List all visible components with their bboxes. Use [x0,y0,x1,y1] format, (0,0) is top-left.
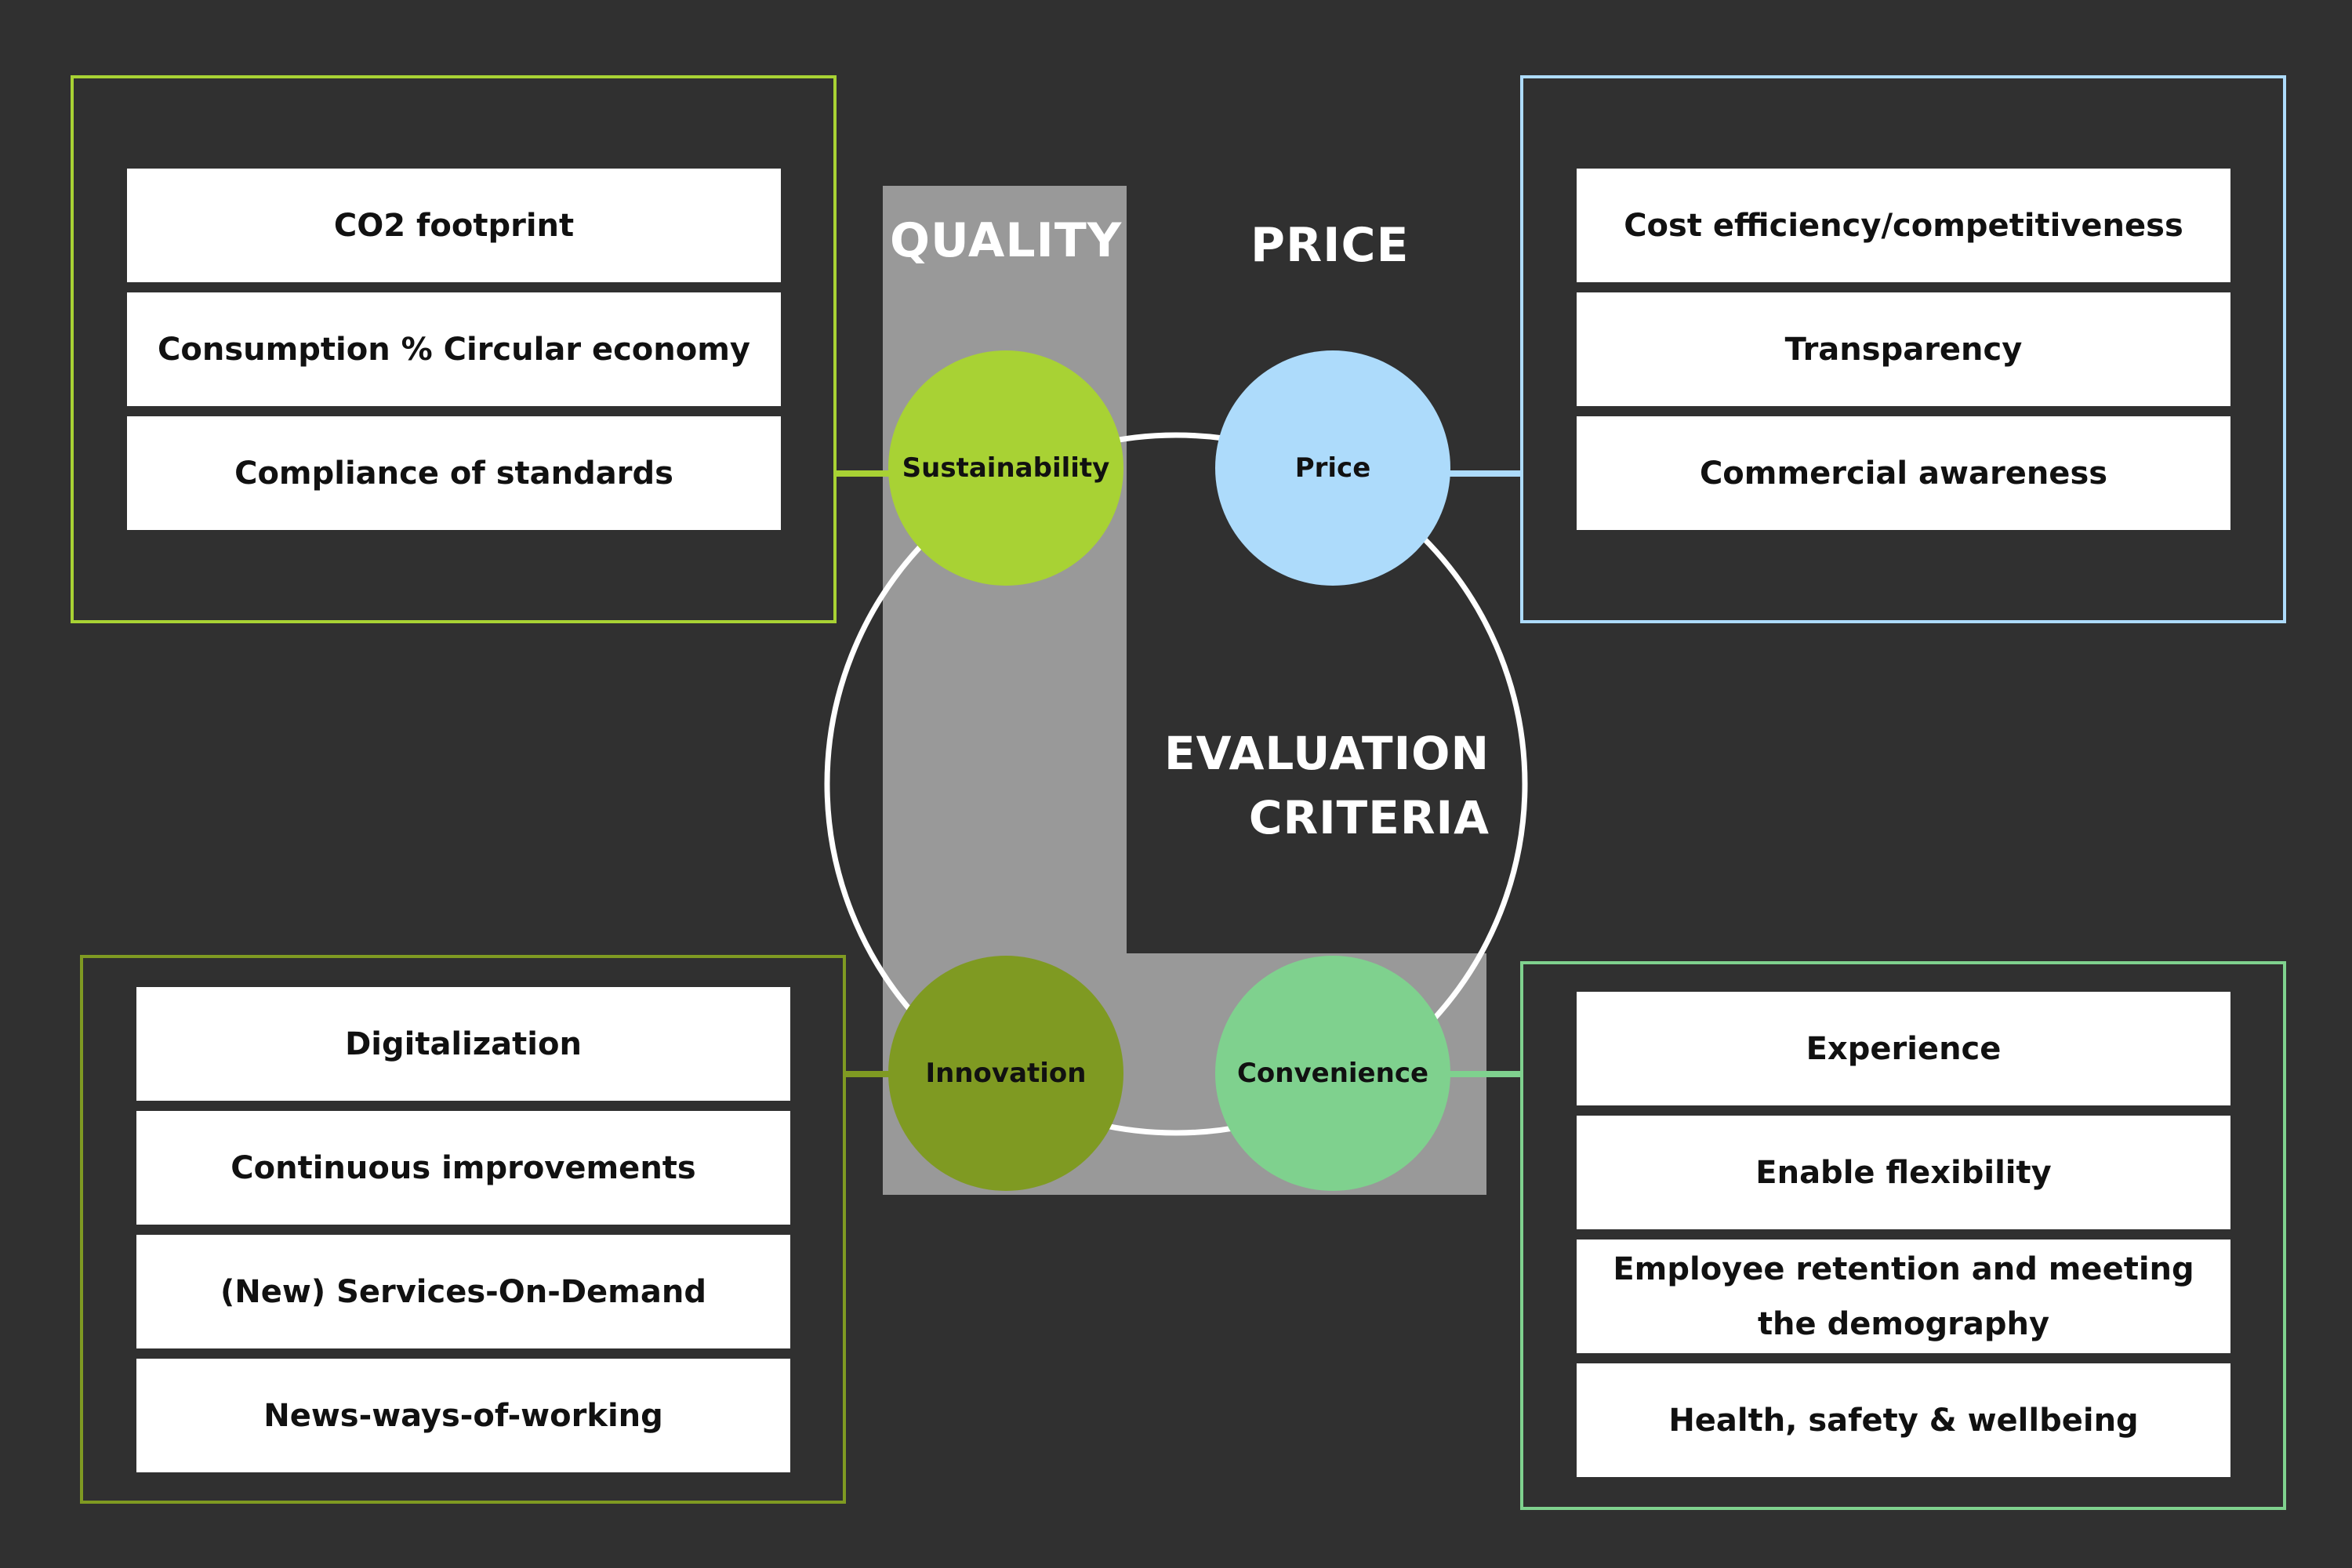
convenience-node: Convenience [1215,956,1450,1191]
price-item: Cost efficiency/competitiveness [1577,169,2230,282]
convenience-item: Enable flexibility [1577,1116,2230,1229]
price-frame [1520,75,2286,623]
innovation-node: Innovation [888,956,1123,1191]
title-line-2: CRITERIA [1248,791,1490,844]
sustainability-item: CO2 footprint [127,169,781,282]
title-line-1: EVALUATION [1163,727,1490,780]
evaluation-ring [824,432,1528,1136]
sustainability-frame [71,75,837,623]
innovation-item: News-ways-of-working [136,1359,790,1472]
price-item: Transparency [1577,292,2230,406]
sustainability-item: Consumption % Circular economy [127,292,781,406]
price-heading: PRICE [1250,218,1410,273]
quality-heading: QUALITY [890,213,1123,268]
convenience-frame [1520,961,2286,1510]
sustainability-item: Compliance of standards [127,416,781,530]
convenience-item: Health, safety & wellbeing [1577,1363,2230,1477]
price-item: Commercial awareness [1577,416,2230,530]
price-node: Price [1215,350,1450,586]
sustainability-node: Sustainability [888,350,1123,586]
innovation-item: (New) Services-On-Demand [136,1235,790,1348]
diagram-title: EVALUATION CRITERIA [1082,721,1490,850]
convenience-item: Experience [1577,992,2230,1105]
convenience-item: Employee retention and meeting the demog… [1577,1240,2230,1353]
innovation-item: Continuous improvements [136,1111,790,1225]
innovation-item: Digitalization [136,987,790,1101]
innovation-frame [80,955,846,1504]
